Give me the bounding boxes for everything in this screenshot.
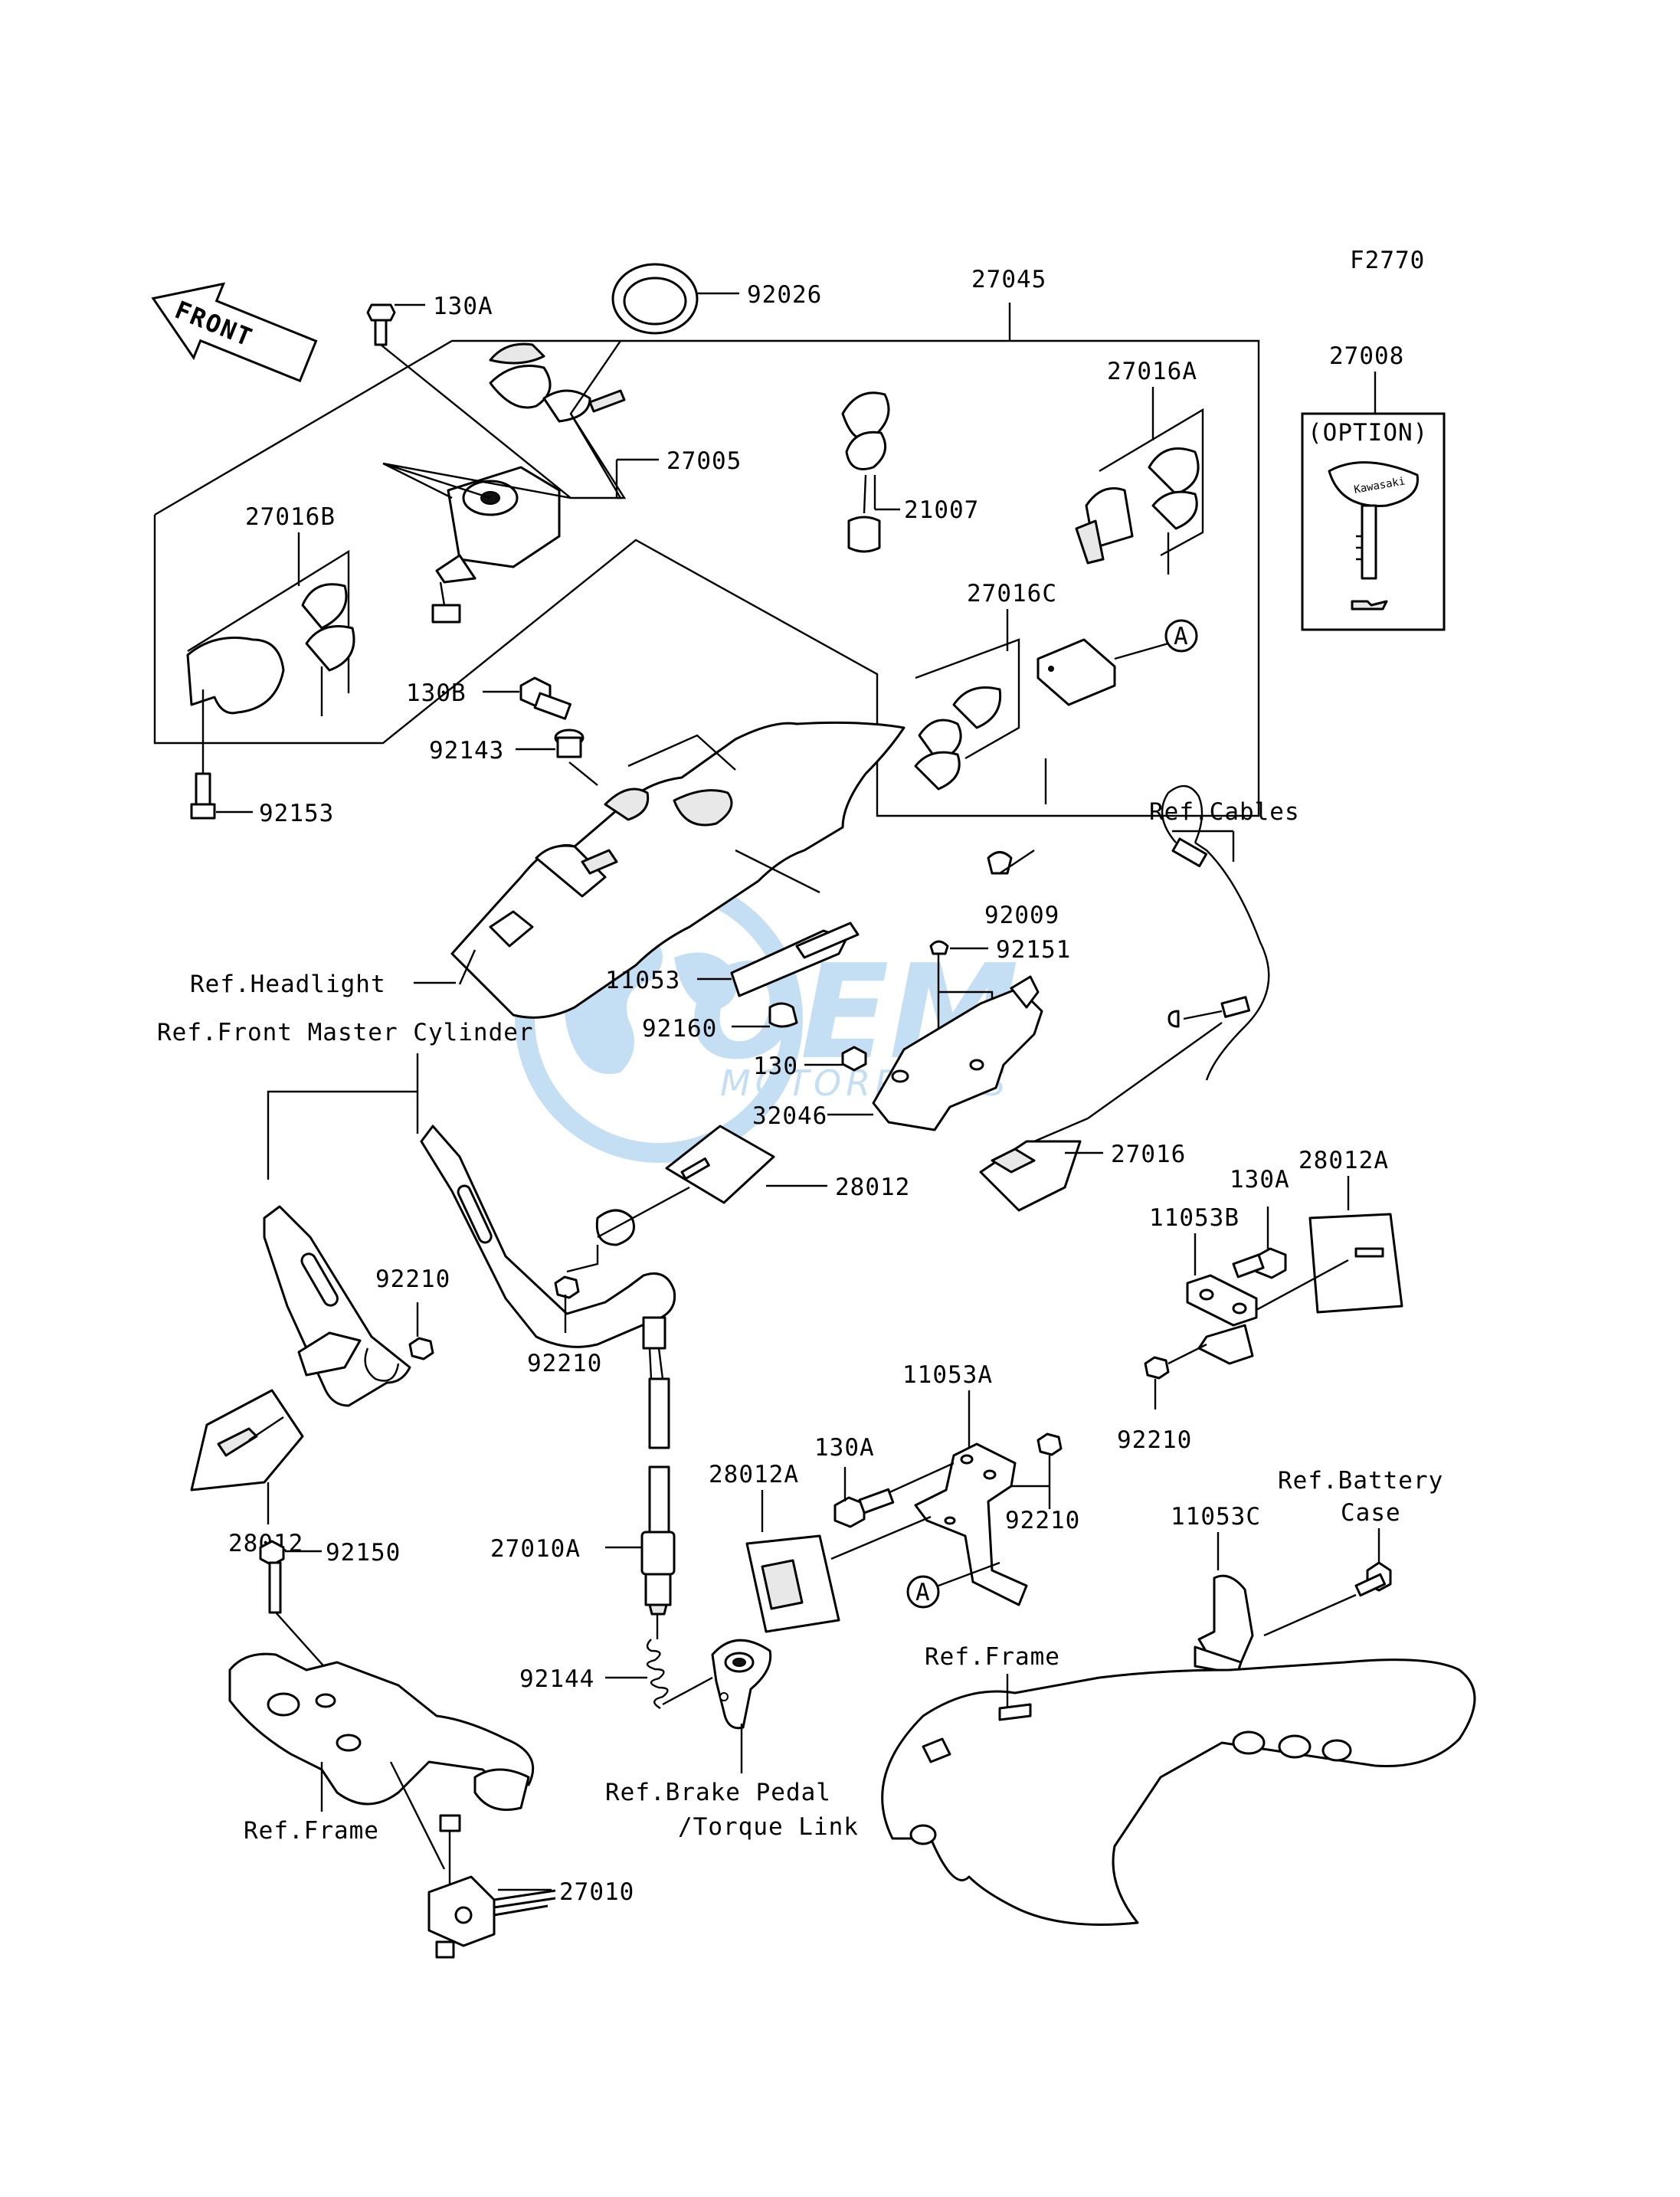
label-27010: 27010 xyxy=(559,1878,634,1906)
label-ref-headlight: Ref.Headlight xyxy=(190,971,386,998)
bracket-11053B xyxy=(1186,1233,1258,1365)
screw-92009 xyxy=(987,850,1035,875)
nut-92210-right xyxy=(1144,1343,1207,1410)
label-92210-mid: 92210 xyxy=(527,1350,602,1377)
label-92150: 92150 xyxy=(326,1539,401,1567)
keys-21007 xyxy=(841,391,900,553)
switch-27010A xyxy=(605,1316,676,1639)
pad-28012A-mid xyxy=(745,1490,840,1633)
ignition-switch-27005 xyxy=(382,342,626,624)
figure-code: F2770 xyxy=(1350,247,1425,274)
main-bracket-assembly xyxy=(450,721,905,1019)
bolt-130 xyxy=(804,1046,867,1072)
label-27016A: 27016A xyxy=(1107,358,1197,385)
nut-92210-lower xyxy=(1011,1432,1063,1509)
leader-marker-A-lower xyxy=(938,1561,1000,1587)
label-92144: 92144 xyxy=(519,1665,594,1693)
lock-27016A xyxy=(1075,387,1204,575)
bolt-130B xyxy=(483,676,571,720)
label-ref-frame-left: Ref.Frame xyxy=(244,1817,379,1845)
spring-92144 xyxy=(605,1639,713,1710)
label-92160: 92160 xyxy=(642,1015,717,1043)
label-ref-battery-case-2: Case xyxy=(1341,1499,1401,1527)
label-28012A-mid: 28012A xyxy=(709,1461,799,1488)
bracket-front-master xyxy=(420,1125,690,1348)
marker-A-lower-circle xyxy=(906,1575,940,1609)
bracket-11053 xyxy=(697,922,860,997)
bracket-32046 xyxy=(827,975,1043,1131)
label-27010A: 27010A xyxy=(490,1535,581,1563)
nut-92210-left xyxy=(408,1302,434,1360)
leader-front-master-cylinder xyxy=(267,1053,419,1180)
label-27016C: 27016C xyxy=(967,580,1057,607)
bolt-92150 xyxy=(259,1540,342,1686)
label-11053B: 11053B xyxy=(1149,1204,1240,1232)
label-ref-brake-pedal-2: /Torque Link xyxy=(678,1813,859,1841)
label-92210-lower: 92210 xyxy=(1005,1507,1080,1534)
bracket-27005-b xyxy=(569,413,627,499)
label-27005: 27005 xyxy=(666,447,742,475)
label-option: (OPTION) xyxy=(1308,419,1428,447)
label-130: 130 xyxy=(753,1053,798,1080)
label-ref-frame-right: Ref.Frame xyxy=(925,1643,1060,1671)
label-92210-left: 92210 xyxy=(375,1265,450,1293)
lock-27016C xyxy=(914,609,1198,804)
switch-27010 xyxy=(389,1761,556,1959)
label-32046: 32046 xyxy=(752,1102,827,1130)
label-27016: 27016 xyxy=(1111,1141,1186,1168)
label-92151: 92151 xyxy=(996,936,1071,964)
brake-pedal-part xyxy=(711,1639,772,1773)
label-ref-brake-pedal-1: Ref.Brake Pedal xyxy=(605,1779,831,1806)
bolt-130A-mid xyxy=(833,1467,895,1528)
cable-ref xyxy=(1161,785,1270,1081)
grommet-92160 xyxy=(732,1002,798,1028)
bolt-130A-right xyxy=(1232,1207,1287,1279)
label-27045: 27045 xyxy=(971,266,1046,293)
screw-92153 xyxy=(190,772,253,820)
label-27008: 27008 xyxy=(1329,342,1404,370)
label-ref-battery-case-1: Ref.Battery xyxy=(1278,1467,1443,1495)
label-130A-right: 130A xyxy=(1230,1166,1290,1193)
bracket-left xyxy=(190,1205,411,1524)
label-11053C: 11053C xyxy=(1171,1503,1261,1531)
label-92026: 92026 xyxy=(747,281,822,309)
frame-left xyxy=(228,1652,535,1812)
label-28012A-right: 28012A xyxy=(1298,1147,1389,1174)
label-92210-right: 92210 xyxy=(1117,1426,1192,1454)
label-11053: 11053 xyxy=(605,967,680,994)
label-ref-front-master-cylinder: Ref.Front Master Cylinder xyxy=(157,1019,534,1046)
label-92143: 92143 xyxy=(429,737,504,765)
lock-27016B xyxy=(186,532,355,774)
bolt-130A-top xyxy=(366,303,571,499)
frame-right xyxy=(881,1658,1476,1926)
label-11053A: 11053A xyxy=(902,1361,993,1389)
collar-92143 xyxy=(516,729,598,786)
ring-92026 xyxy=(611,263,739,335)
label-21007: 21007 xyxy=(904,496,979,524)
label-130B: 130B xyxy=(406,679,467,707)
pad-28012-mid xyxy=(665,1125,827,1204)
label-28012-mid: 28012 xyxy=(835,1174,910,1201)
front-arrow-icon: FRONT xyxy=(151,282,318,383)
marker-A-top: A xyxy=(1174,623,1189,650)
label-27016B: 27016B xyxy=(245,503,336,531)
option-key-box-27008 xyxy=(1301,372,1446,631)
bracket-11053A xyxy=(830,1390,1028,1606)
lock-bracket-27016 xyxy=(979,1117,1103,1212)
label-92153: 92153 xyxy=(259,800,334,827)
bolt-battery-case xyxy=(1263,1528,1392,1637)
pad-28012A-right xyxy=(1256,1176,1403,1314)
marker-A-lower: A xyxy=(915,1579,931,1606)
label-130A-top: 130A xyxy=(433,293,493,320)
bracket-11053C xyxy=(1194,1532,1254,1675)
label-ref-cables: Ref.Cables xyxy=(1149,798,1300,826)
nut-92210-mid xyxy=(554,1245,599,1333)
label-92009: 92009 xyxy=(984,902,1059,929)
leader-27016-cable xyxy=(1087,1022,1223,1119)
label-130A-mid: 130A xyxy=(814,1434,875,1462)
